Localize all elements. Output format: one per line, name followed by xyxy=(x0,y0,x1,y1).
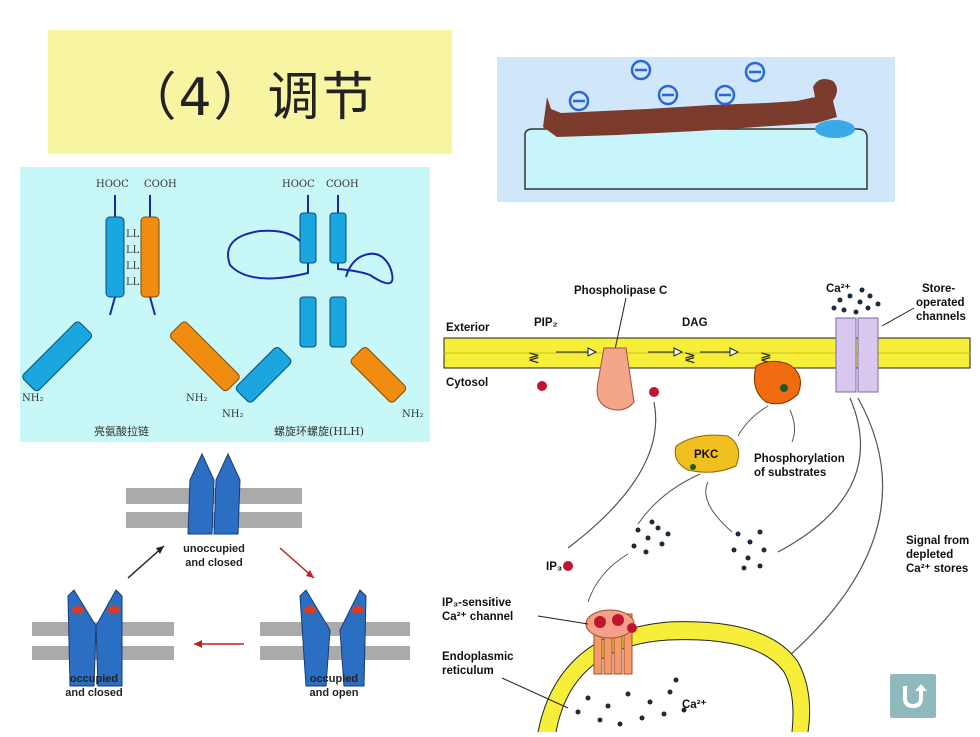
svg-text:Ca²⁺ channel: Ca²⁺ channel xyxy=(442,611,513,623)
svg-text:Phosphorylation: Phosphorylation xyxy=(754,453,845,465)
channel-closed-occupied xyxy=(67,589,123,687)
svg-text:LL: LL xyxy=(126,261,140,272)
svg-text:and closed: and closed xyxy=(65,687,122,699)
dna-binding-motif-diagram: HOOC COOH LL LL LL LL NH₂ NH₂ 亮氨酸拉链 HOOC… xyxy=(20,167,430,442)
svg-text:Signal from: Signal from xyxy=(906,535,969,547)
ip3-label: IP₃ xyxy=(546,561,562,573)
svg-text:Store-: Store- xyxy=(922,283,955,295)
svg-text:and open: and open xyxy=(310,687,359,699)
svg-text:reticulum: reticulum xyxy=(442,665,494,677)
leucine-zipper-caption: 亮氨酸拉链 xyxy=(94,424,149,438)
hlh-caption: 螺旋环螺旋(HLH) xyxy=(274,424,364,438)
svg-text:of substrates: of substrates xyxy=(754,467,826,479)
channel-open-occupied xyxy=(299,589,367,687)
cytosol-label: Cytosol xyxy=(446,377,488,389)
hooc-label: HOOC xyxy=(96,179,129,190)
svg-text:Ca²⁺ stores: Ca²⁺ stores xyxy=(906,563,968,575)
svg-text:NH₂: NH₂ xyxy=(402,409,423,420)
svg-text:NH₂: NH₂ xyxy=(186,393,207,404)
ll-label: LL xyxy=(126,229,140,240)
channel-closed-unoccupied xyxy=(187,452,241,535)
svg-text:operated: operated xyxy=(916,297,965,309)
svg-text:NH₂: NH₂ xyxy=(222,409,243,420)
nh2-label: NH₂ xyxy=(22,393,43,404)
ip3-receptor-channel xyxy=(585,609,637,675)
svg-text:HOOC: HOOC xyxy=(282,179,315,190)
exterior-label: Exterior xyxy=(446,322,490,334)
helix-loop-helix-diagram: HOOC COOH NH₂ NH₂ 螺旋环螺旋(HLH) xyxy=(222,179,423,438)
svg-text:depleted: depleted xyxy=(906,549,953,561)
negative-ion-icons xyxy=(568,59,766,112)
svg-text:occupied: occupied xyxy=(70,673,118,685)
calcium-signaling-diagram: Exterior Cytosol Phospholipase C PIP₂ DA… xyxy=(438,262,978,733)
svg-text:occupied: occupied xyxy=(310,673,358,685)
slide-title-box: （4）调节 xyxy=(48,30,452,154)
svg-text:PIP₂: PIP₂ xyxy=(534,317,558,329)
transition-arrow xyxy=(127,545,165,579)
person-silhouette xyxy=(543,79,837,137)
svg-text:and closed: and closed xyxy=(185,557,242,569)
svg-text:unoccupied: unoccupied xyxy=(183,543,245,555)
phospholipase-c-label: Phospholipase C xyxy=(574,285,667,297)
svg-text:Ca²⁺: Ca²⁺ xyxy=(826,283,851,295)
svg-text:IP₃-sensitive: IP₃-sensitive xyxy=(442,597,511,609)
patient-illustration xyxy=(497,57,895,202)
svg-text:DAG: DAG xyxy=(682,317,708,329)
svg-text:Ca²⁺: Ca²⁺ xyxy=(682,699,707,711)
svg-text:COOH: COOH xyxy=(326,179,359,190)
svg-text:≷: ≷ xyxy=(528,350,540,366)
return-arrow-icon xyxy=(903,684,927,709)
cooh-label: COOH xyxy=(144,179,177,190)
svg-text:LL: LL xyxy=(126,277,140,288)
phospholipase-c-shape xyxy=(596,347,635,411)
ligand-gated-channel-diagram: unoccupied and closed occupied and close… xyxy=(18,450,428,718)
svg-text:≷: ≷ xyxy=(684,350,696,366)
back-button[interactable] xyxy=(890,674,936,718)
svg-text:≷: ≷ xyxy=(760,350,772,366)
leucine-zipper-diagram: HOOC COOH LL LL LL LL NH₂ NH₂ 亮氨酸拉链 xyxy=(22,179,240,438)
pkc-label: PKC xyxy=(694,449,718,461)
svg-text:channels: channels xyxy=(916,311,966,323)
svg-text:Endoplasmic: Endoplasmic xyxy=(442,651,514,663)
slide-title: （4）调节 xyxy=(124,67,376,128)
svg-text:LL: LL xyxy=(126,245,140,256)
